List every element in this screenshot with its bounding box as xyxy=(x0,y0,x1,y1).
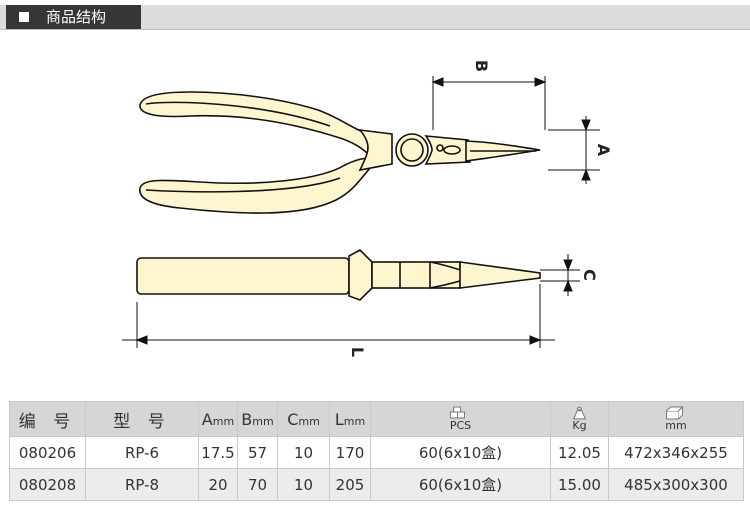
dimension-c-arrow-bottom xyxy=(563,279,573,292)
cell-c: 10 xyxy=(277,468,330,501)
cell-code: 080208 xyxy=(9,468,86,501)
dimension-c-arrow-top xyxy=(563,259,573,272)
cell-l: 170 xyxy=(329,436,371,469)
cell-size: 485x300x300 xyxy=(608,468,744,501)
pliers-top-handle xyxy=(139,91,369,156)
header-kg: Kg xyxy=(550,401,609,437)
carton-icon xyxy=(666,406,684,420)
header-c: Cmm xyxy=(277,401,330,437)
dimension-l-arrow-left xyxy=(135,335,148,345)
cell-model: RP-6 xyxy=(85,436,199,469)
dimension-b-label: B xyxy=(472,60,491,72)
spec-table: 编 号 型 号 Amm Bmm Cmm Lmm PCS xyxy=(9,401,744,501)
dimension-l-label: L xyxy=(348,347,367,357)
cell-size: 472x346x255 xyxy=(608,436,744,469)
cell-a: 17.5 xyxy=(198,436,238,469)
pliers-side-neck xyxy=(348,249,373,301)
header-l: Lmm xyxy=(329,401,371,437)
dimension-b-arrow-right xyxy=(534,77,547,87)
header-code: 编 号 xyxy=(9,401,86,437)
header-b: Bmm xyxy=(237,401,278,437)
header-size: mm xyxy=(608,401,744,437)
pliers-side-tip xyxy=(459,261,541,289)
section-title: 商品结构 xyxy=(46,8,107,26)
section-header-tab: 商品结构 xyxy=(6,5,141,29)
cell-b: 70 xyxy=(237,468,278,501)
weight-icon xyxy=(572,406,587,420)
cell-c: 10 xyxy=(277,436,330,469)
pliers-pivot-ring xyxy=(400,138,424,162)
dimension-b-arrow-left xyxy=(431,77,444,87)
dimension-a-label: A xyxy=(594,144,613,157)
table-row: 080206 RP-6 17.5 57 10 170 60(6x10盒) 12.… xyxy=(9,436,744,469)
table-header-row: 编 号 型 号 Amm Bmm Cmm Lmm PCS xyxy=(9,401,744,437)
pliers-diagram: B A C L xyxy=(122,60,613,357)
pliers-cutter-hole xyxy=(436,144,444,152)
dimension-l-arrow-right xyxy=(529,335,542,345)
cell-code: 080206 xyxy=(9,436,86,469)
cell-model: RP-8 xyxy=(85,468,199,501)
dimension-a-arrow-bottom xyxy=(581,168,591,181)
square-bullet-icon xyxy=(19,12,29,22)
dimension-c-label: C xyxy=(580,269,599,281)
pliers-neck xyxy=(358,128,393,172)
pliers-jaw-hole xyxy=(443,145,461,155)
cell-kg: 12.05 xyxy=(550,436,609,469)
header-a: Amm xyxy=(198,401,238,437)
dimension-a-arrow-top xyxy=(581,119,591,132)
cell-kg: 15.00 xyxy=(550,468,609,501)
boxes-icon xyxy=(450,406,465,419)
cell-pcs: 60(6x10盒) xyxy=(370,436,551,469)
table-row: 080208 RP-8 20 70 10 205 60(6x10盒) 15.00… xyxy=(9,468,744,501)
header-pcs: PCS xyxy=(370,401,551,437)
section-header: 商品结构 xyxy=(0,5,750,30)
pliers-bottom-handle xyxy=(139,157,371,214)
cell-a: 20 xyxy=(198,468,238,501)
header-model: 型 号 xyxy=(85,401,199,437)
cell-l: 205 xyxy=(329,468,371,501)
cell-pcs: 60(6x10盒) xyxy=(370,468,551,501)
pliers-top-grip-line xyxy=(145,101,331,127)
pliers-side-handle xyxy=(136,257,350,295)
pliers-bottom-grip-line xyxy=(145,177,341,193)
cell-b: 57 xyxy=(237,436,278,469)
